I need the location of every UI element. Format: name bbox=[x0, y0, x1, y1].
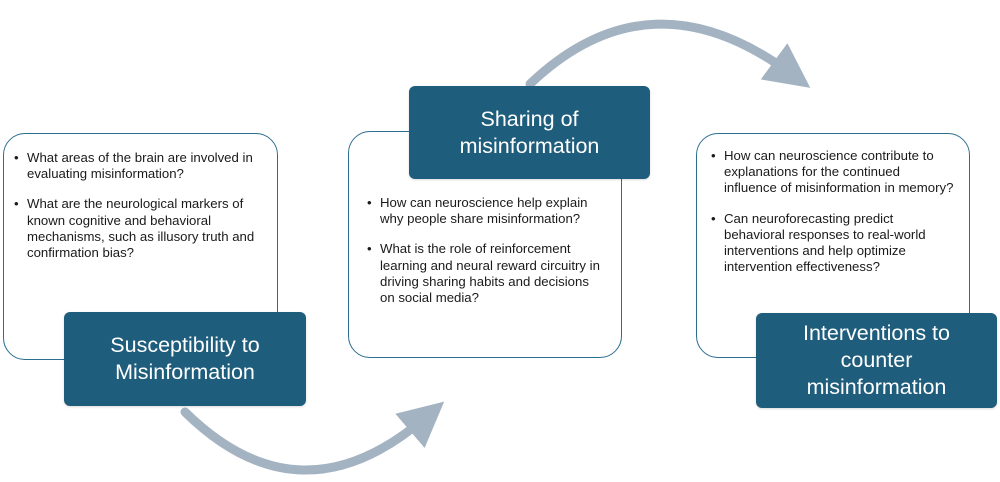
question-item: How can neuroscience contribute to expla… bbox=[711, 148, 955, 197]
susceptibility-title: Susceptibility to Misinformation bbox=[64, 312, 306, 406]
question-item: How can neuroscience help explain why pe… bbox=[367, 195, 607, 227]
question-list: How can neuroscience help explain why pe… bbox=[367, 195, 607, 306]
question-list: What areas of the brain are involved in … bbox=[14, 150, 263, 261]
susceptibility-questions-card: What areas of the brain are involved in … bbox=[3, 133, 278, 360]
question-list: How can neuroscience contribute to expla… bbox=[711, 148, 955, 275]
sharing-title: Sharing of misinformation bbox=[409, 86, 650, 179]
arrow-susceptibility-to-sharing bbox=[180, 401, 445, 475]
question-item: What are the neurological markers of kno… bbox=[14, 196, 263, 261]
question-item: What is the role of reinforcement learni… bbox=[367, 241, 607, 306]
interventions-title: Interventions to counter misinformation bbox=[756, 313, 997, 408]
arrow-sharing-to-interventions bbox=[525, 19, 811, 89]
question-item: What areas of the brain are involved in … bbox=[14, 150, 263, 182]
question-item: Can neuroforecasting predict behavioral … bbox=[711, 211, 955, 276]
